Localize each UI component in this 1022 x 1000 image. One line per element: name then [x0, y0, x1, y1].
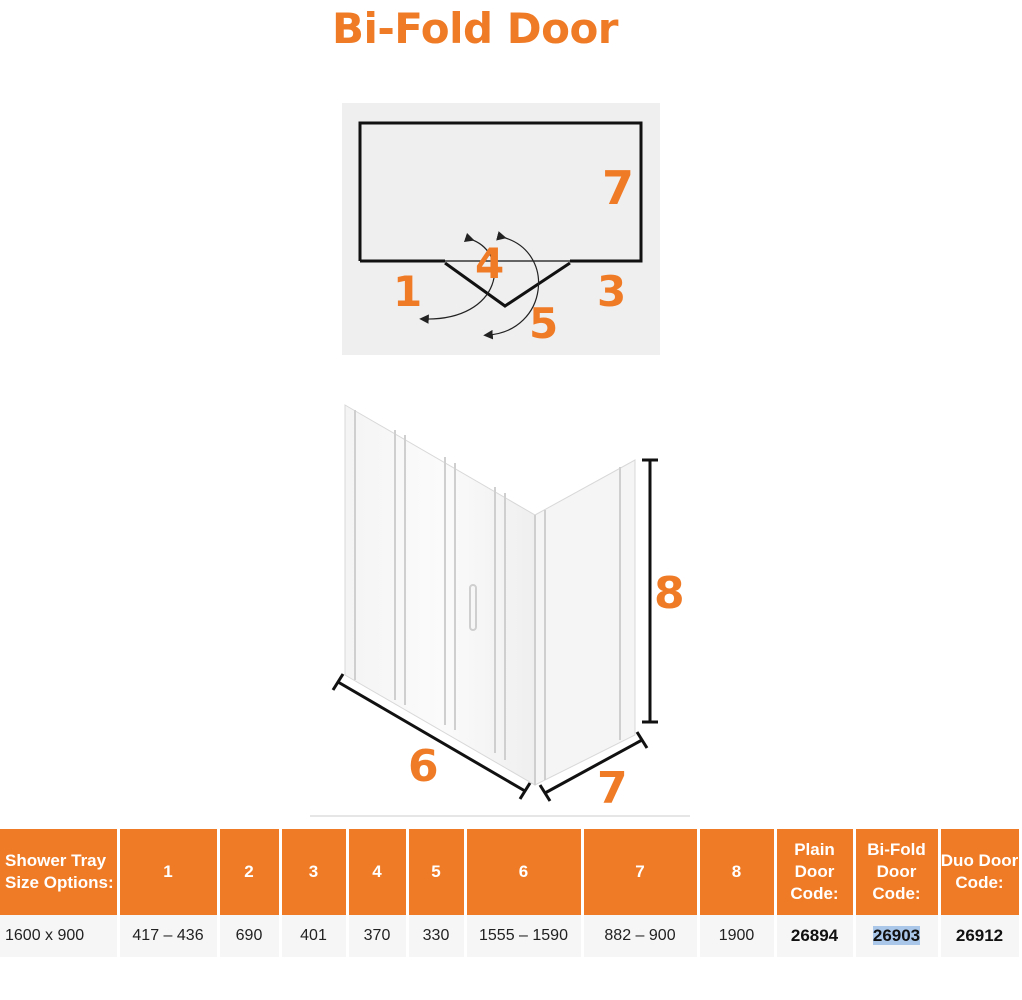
header-3: 3 [280, 829, 349, 915]
header-4: 4 [347, 829, 409, 915]
dimension-line-6 [337, 680, 526, 793]
header-duo-door-code: Duo Door Code: [939, 829, 1022, 915]
table-row: 1600 x 900 417 – 436 690 401 370 330 155… [0, 915, 1022, 957]
table-header-row: Shower Tray Size Options: 1 2 3 4 5 6 7 … [0, 829, 1022, 915]
spec-table: Shower Tray Size Options: 1 2 3 4 5 6 7 … [0, 829, 1022, 957]
cell-duo-door-code: 26912 [939, 915, 1022, 957]
header-2: 2 [218, 829, 282, 915]
plan-label-1: 1 [393, 267, 423, 316]
plan-label-7: 7 [602, 161, 635, 215]
header-tray-size: Shower Tray Size Options: [0, 829, 120, 915]
panel-frames [354, 410, 621, 785]
cell-4: 370 [347, 915, 409, 957]
cell-6: 1555 – 1590 [465, 915, 584, 957]
cell-1: 417 – 436 [118, 915, 220, 957]
header-6: 6 [465, 829, 584, 915]
header-1: 1 [118, 829, 220, 915]
header-7: 7 [582, 829, 700, 915]
plan-label-3: 3 [597, 267, 627, 316]
plan-view-drawing [358, 121, 643, 340]
header-plain-door-code: Plain Door Code: [775, 829, 856, 915]
divider [310, 815, 690, 817]
cell-7: 882 – 900 [582, 915, 700, 957]
iso-label-8: 8 [654, 568, 685, 619]
cell-3: 401 [280, 915, 349, 957]
cell-2: 690 [218, 915, 282, 957]
plan-label-4: 4 [475, 239, 505, 288]
page-title: Bi-Fold Door [331, 4, 619, 53]
cell-8: 1900 [698, 915, 777, 957]
cell-bifold-door-code[interactable]: 26903 [854, 915, 941, 957]
isometric-drawing [331, 404, 658, 802]
plan-view-diagram: 1 3 4 5 7 [342, 103, 660, 355]
selected-code-text[interactable]: 26903 [872, 926, 921, 945]
header-bifold-door-code: Bi-Fold Door Code: [854, 829, 941, 915]
long-side-glass [344, 404, 536, 786]
enclosure-outline [358, 121, 643, 263]
plan-label-5: 5 [529, 299, 559, 348]
door-handle [469, 584, 477, 631]
cell-plain-door-code: 26894 [775, 915, 856, 957]
header-5: 5 [407, 829, 467, 915]
cell-tray-size: 1600 x 900 [0, 915, 120, 957]
swing-arc-right [483, 231, 540, 340]
isometric-diagram: 6 7 8 [300, 375, 700, 820]
header-8: 8 [698, 829, 777, 915]
iso-label-6: 6 [408, 741, 439, 792]
dimension-line-7 [544, 738, 643, 795]
iso-label-7: 7 [597, 763, 628, 814]
cell-5: 330 [407, 915, 467, 957]
